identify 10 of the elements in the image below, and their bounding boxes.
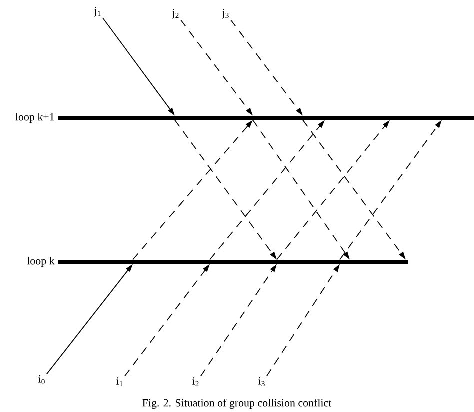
node-label: i$_{2}$	[192, 378, 199, 386]
node-label: i$_{3}$	[258, 378, 265, 386]
caption: Fig. 2. Situation of group collision conflict	[142, 398, 332, 410]
node-label: j$_{1}$	[94, 7, 101, 17]
node-label: i$_{1}$	[116, 378, 123, 386]
node-label: j$_{2}$	[172, 9, 179, 19]
node-label: i$_{0}$	[38, 376, 45, 384]
loop-line: loop k	[27, 257, 408, 267]
node-label: j$_{3}$	[222, 9, 229, 19]
loop-line: loop k+1	[16, 113, 474, 123]
